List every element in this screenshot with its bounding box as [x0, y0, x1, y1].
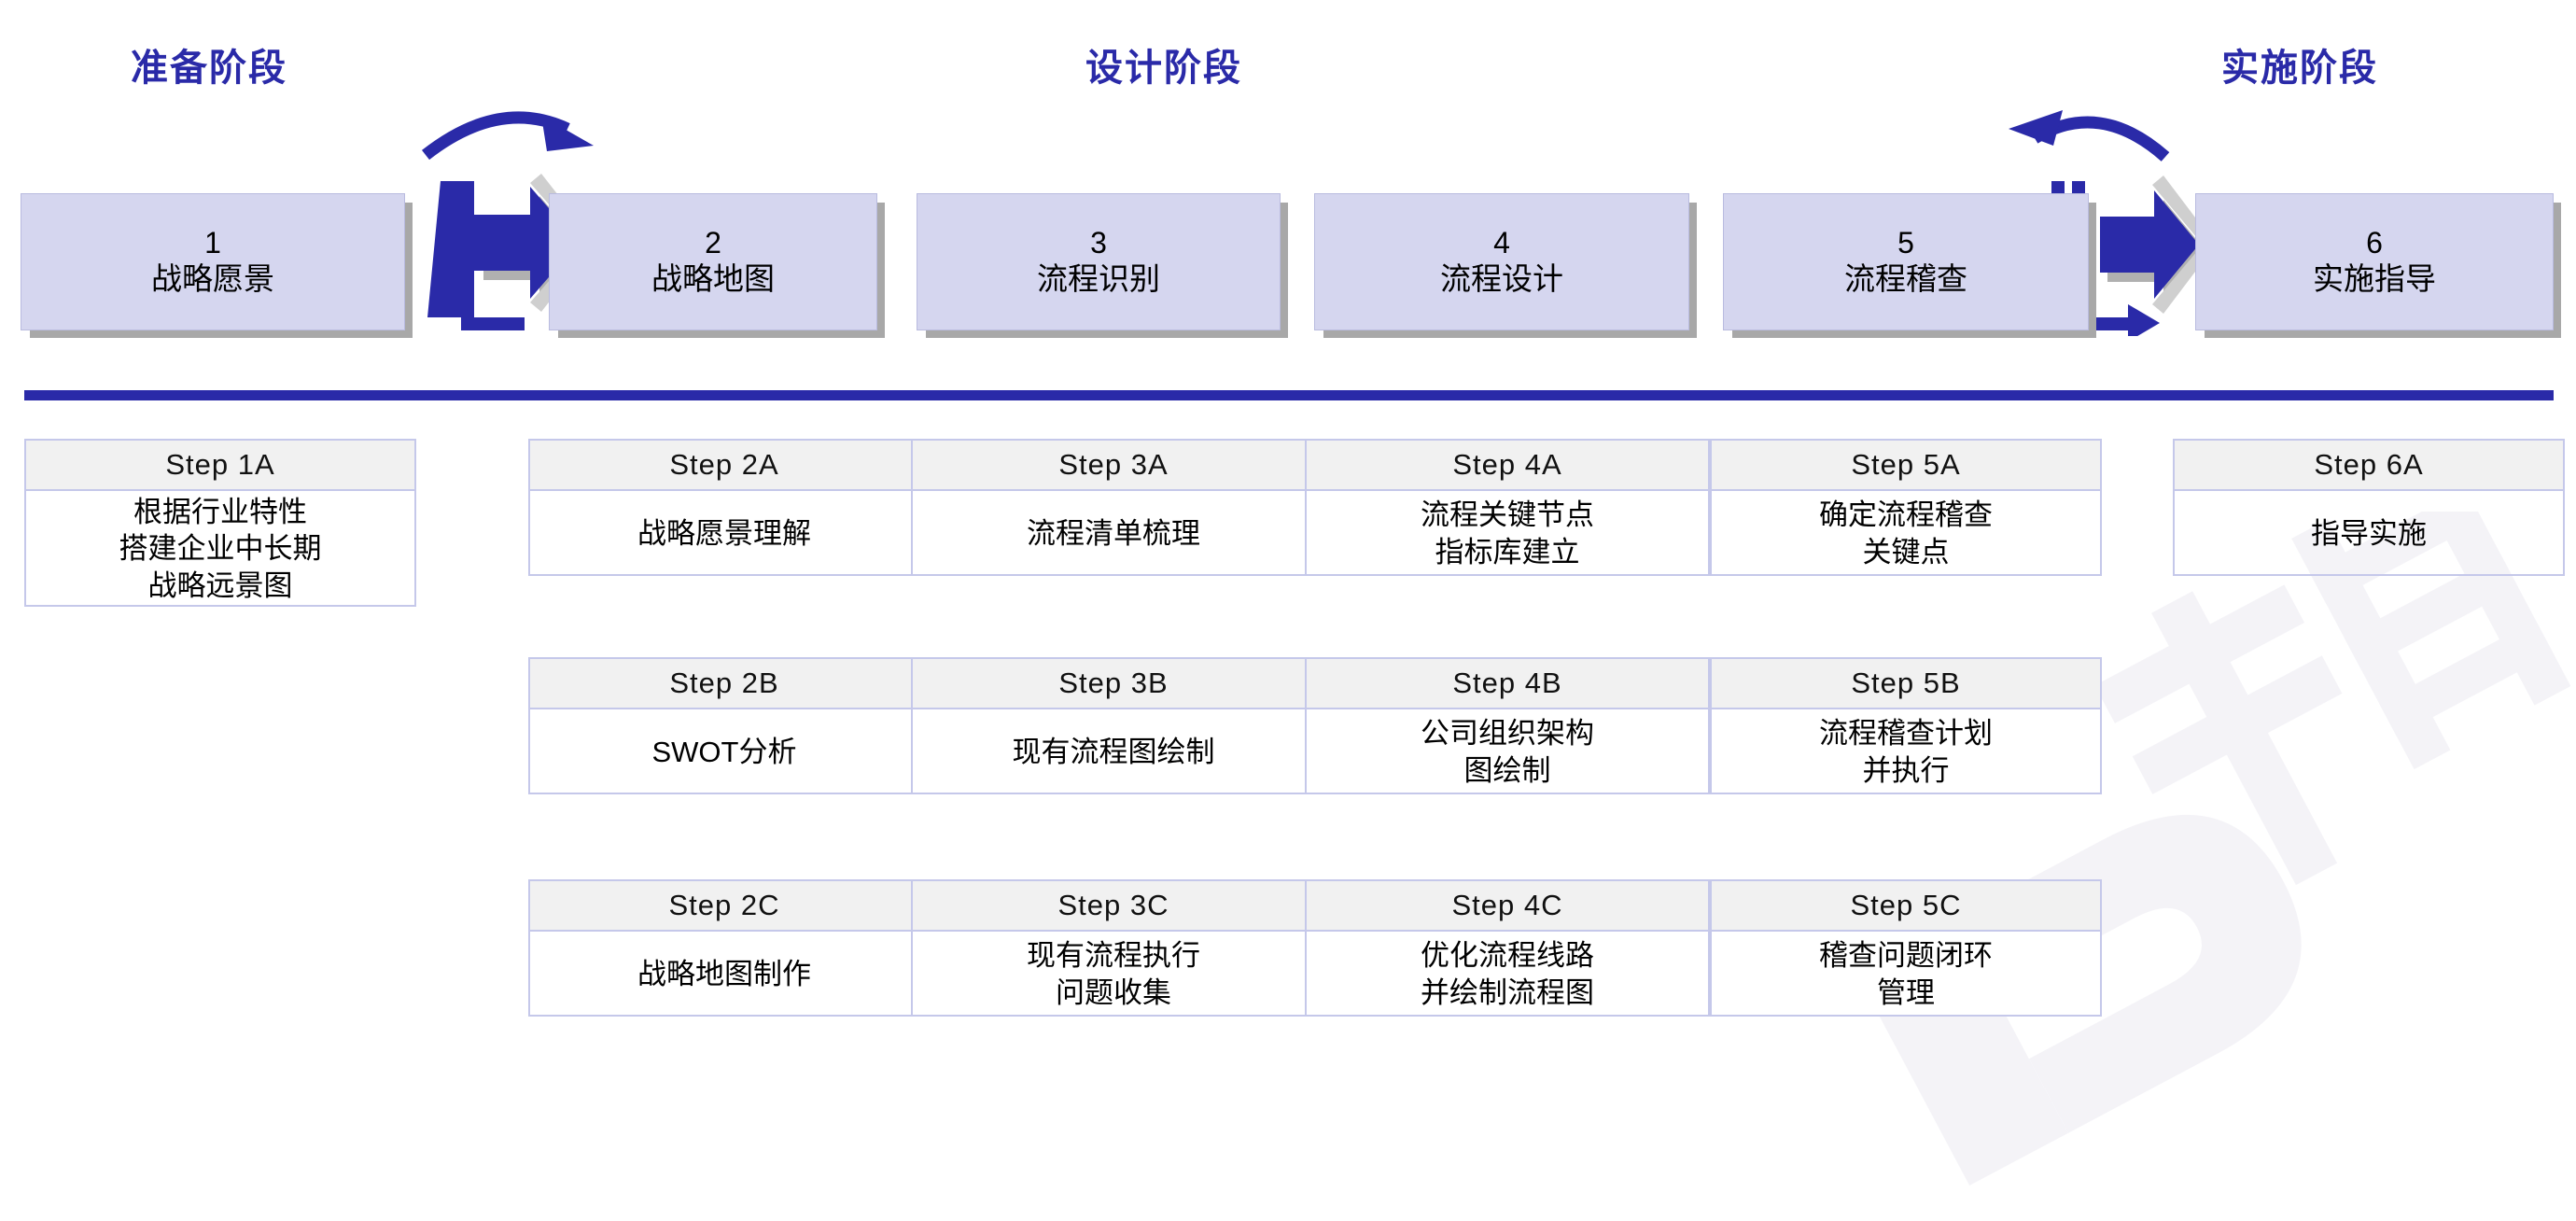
step-title: Step 2B [530, 659, 918, 709]
step-card-5a[interactable]: Step 5A 确定流程稽查 关键点 [1710, 439, 2102, 576]
step-text: 现有流程执行 问题收集 [1027, 938, 1200, 1009]
stage-box-3[interactable]: 3 流程识别 [917, 193, 1281, 330]
step-title: Step 6A [2175, 441, 2563, 491]
connector-stage5-stage6 [2009, 110, 2203, 336]
stage-label: 流程设计 [1440, 261, 1563, 297]
stage-box-5[interactable]: 5 流程稽查 [1723, 193, 2089, 330]
phase-title-design: 设计阶段 [1085, 48, 1242, 89]
step-title: Step 2A [530, 441, 918, 491]
step-title: Step 4B [1307, 659, 1708, 709]
curved-arrow-head-icon [541, 116, 594, 151]
curved-arrow-head-icon [2009, 110, 2063, 146]
section-divider [24, 390, 2554, 400]
stage-number: 2 [705, 226, 721, 260]
step-title: Step 3B [913, 659, 1314, 709]
stage-label: 战略地图 [651, 261, 775, 297]
step-card-1a[interactable]: Step 1A 根据行业特性 搭建企业中长期 战略远景图 [24, 439, 416, 607]
step-text: 流程关键节点 指标库建立 [1421, 498, 1594, 568]
step-card-2c[interactable]: Step 2C 战略地图制作 [528, 879, 920, 1017]
step-title: Step 1A [26, 441, 414, 491]
vertical-bracket-icon [427, 181, 525, 330]
step-title: Step 3A [913, 441, 1314, 491]
step-title: Step 3C [913, 881, 1314, 932]
step-text: 战略地图制作 [637, 957, 811, 990]
stage-label: 流程识别 [1037, 261, 1160, 297]
stage-label: 实施指导 [2313, 261, 2436, 297]
block-arrow-outline [2152, 175, 2203, 314]
step-text: 流程清单梳理 [1027, 516, 1200, 550]
stage-label: 战略愿景 [151, 261, 274, 297]
step-text: 战略愿景理解 [637, 516, 811, 550]
step-title: Step 4C [1307, 881, 1708, 932]
step-card-2b[interactable]: Step 2B SWOT分析 [528, 657, 920, 794]
stage-box-2[interactable]: 2 战略地图 [549, 193, 877, 330]
step-card-3c[interactable]: Step 3C 现有流程执行 问题收集 [911, 879, 1316, 1017]
step-card-4b[interactable]: Step 4B 公司组织架构 图绘制 [1305, 657, 1710, 794]
step-card-5b[interactable]: Step 5B 流程稽查计划 并执行 [1710, 657, 2102, 794]
step-text: 确定流程稽查 关键点 [1819, 498, 1993, 568]
step-title: Step 5A [1712, 441, 2100, 491]
step-text: 现有流程图绘制 [1012, 735, 1215, 768]
phase-title-implementation: 实施阶段 [2221, 48, 2378, 89]
step-text: 指导实施 [2311, 516, 2427, 550]
stage-box-4[interactable]: 4 流程设计 [1314, 193, 1689, 330]
step-title: Step 4A [1307, 441, 1708, 491]
step-text: 流程稽查计划 并执行 [1819, 716, 1993, 787]
step-text: 稽查问题闭环 管理 [1819, 938, 1993, 1009]
block-arrow-right-icon [2100, 190, 2199, 299]
step-card-6a[interactable]: Step 6A 指导实施 [2173, 439, 2565, 576]
stage-number: 5 [1897, 226, 1914, 260]
step-card-5c[interactable]: Step 5C 稽查问题闭环 管理 [1710, 879, 2102, 1017]
stage-label: 流程稽查 [1844, 261, 1967, 297]
stage-number: 4 [1493, 226, 1510, 260]
stage-number: 6 [2366, 226, 2383, 260]
step-title: Step 5C [1712, 881, 2100, 932]
step-title: Step 5B [1712, 659, 2100, 709]
stage-box-6[interactable]: 6 实施指导 [2195, 193, 2554, 330]
step-card-2a[interactable]: Step 2A 战略愿景理解 [528, 439, 920, 576]
watermark-logo [1855, 512, 2571, 1186]
stage-number: 3 [1090, 226, 1107, 260]
step-text: 公司组织架构 图绘制 [1421, 716, 1594, 787]
flowchart-canvas: 准备阶段 设计阶段 实施阶段 1 战略愿景 2 战略地图 3 流程识别 4 流程… [21, 48, 2571, 1186]
step-card-4c[interactable]: Step 4C 优化流程线路 并绘制流程图 [1305, 879, 1710, 1017]
stage-box-1[interactable]: 1 战略愿景 [21, 193, 405, 330]
phase-title-preparation: 准备阶段 [131, 48, 287, 89]
step-text: 根据行业特性 搭建企业中长期 战略远景图 [119, 495, 322, 602]
small-arrow-head-icon [2128, 304, 2160, 336]
step-title: Step 2C [530, 881, 918, 932]
step-card-3b[interactable]: Step 3B 现有流程图绘制 [911, 657, 1316, 794]
step-text: SWOT分析 [651, 735, 797, 768]
step-card-4a[interactable]: Step 4A 流程关键节点 指标库建立 [1305, 439, 1710, 576]
stage-number: 1 [204, 226, 221, 260]
step-card-3a[interactable]: Step 3A 流程清单梳理 [911, 439, 1316, 576]
step-text: 优化流程线路 并绘制流程图 [1421, 938, 1594, 1009]
